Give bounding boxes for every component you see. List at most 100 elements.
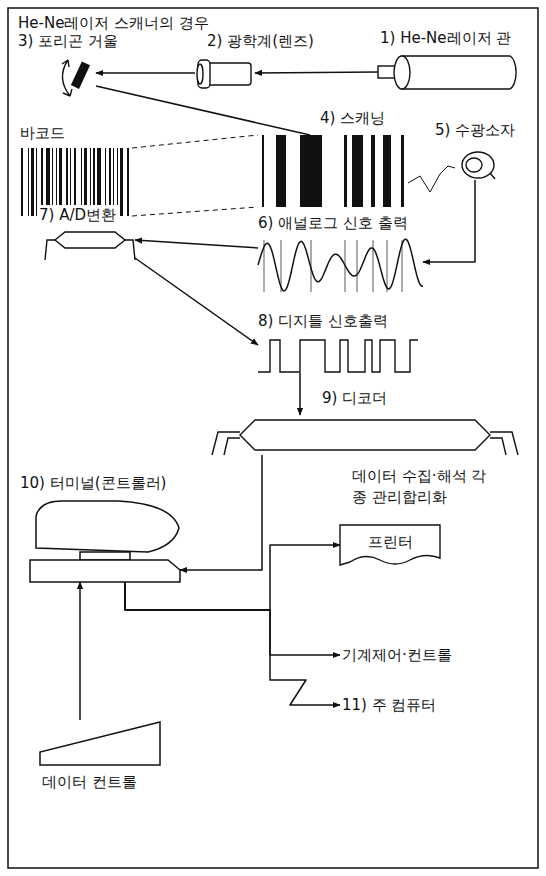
node-label: 데이터 컨트롤 bbox=[40, 772, 139, 792]
printer-node: 프린터 bbox=[340, 525, 440, 565]
node-label: 10) 터미널(콘트롤러) bbox=[18, 473, 168, 493]
connector bbox=[125, 545, 340, 610]
main-computer-node: 11) 주 컴퓨터 bbox=[340, 694, 445, 716]
node-label: 9) 디코더 bbox=[320, 388, 389, 408]
bar bbox=[276, 135, 286, 207]
edge-marker-line bbox=[373, 240, 374, 292]
keyboard-body bbox=[40, 722, 160, 765]
edge-marker-line bbox=[387, 240, 388, 292]
sensor-window bbox=[466, 158, 482, 172]
barcode-bar bbox=[28, 148, 29, 216]
bar bbox=[344, 135, 347, 207]
connector bbox=[125, 582, 340, 655]
digital-waveform bbox=[258, 340, 418, 372]
barcode-bar bbox=[21, 148, 23, 216]
ic-body bbox=[240, 420, 490, 450]
decoder-node: 9) 디코더 bbox=[210, 415, 520, 455]
monitor bbox=[36, 501, 179, 552]
connector bbox=[135, 240, 258, 248]
keyboard bbox=[40, 722, 160, 765]
barcode-bar bbox=[127, 148, 129, 216]
connector bbox=[96, 72, 195, 74]
bar bbox=[352, 135, 363, 207]
terminal bbox=[30, 501, 180, 582]
data-control-node: 데이터 컨트롤 bbox=[40, 720, 160, 765]
connector bbox=[125, 582, 340, 705]
node-label: 2) 광학계(렌즈) bbox=[205, 31, 316, 51]
connector bbox=[135, 258, 258, 345]
connector bbox=[408, 166, 455, 192]
decoder-ic bbox=[212, 420, 518, 455]
polygon-mirror bbox=[62, 60, 90, 96]
connector bbox=[132, 135, 258, 148]
node-label: 3) 포리곤 거울 bbox=[16, 31, 120, 51]
node-label: 5) 수광소자 bbox=[433, 120, 517, 140]
lens-glass bbox=[197, 64, 203, 84]
ad-converter-node: 7) A/D변환 bbox=[45, 232, 135, 262]
node-label: 1) He-Ne레이저 관 bbox=[378, 28, 513, 48]
edge-marker-line bbox=[264, 240, 265, 292]
machine-control-node: 기계제어·컨트롤 bbox=[340, 644, 460, 666]
photodetector bbox=[462, 152, 495, 179]
barcode-bar bbox=[31, 148, 34, 216]
laser-tube bbox=[378, 56, 516, 89]
sensor-body bbox=[462, 152, 494, 178]
rotation-arrowheads bbox=[62, 60, 72, 96]
connector bbox=[423, 180, 475, 262]
chip-body bbox=[55, 232, 125, 248]
ic-legs bbox=[212, 432, 518, 455]
scanning-node: 4) 스캐닝 bbox=[258, 135, 408, 207]
lens-node: 2) 광학계(렌즈) bbox=[195, 58, 255, 88]
node-label: 11) 주 컴퓨터 bbox=[340, 696, 438, 714]
lens-barrel bbox=[205, 63, 251, 85]
connector bbox=[255, 72, 378, 73]
edge-marker-line bbox=[311, 240, 312, 292]
barcode-bar bbox=[120, 148, 123, 216]
bar bbox=[300, 135, 322, 207]
node-label: 6) 애널로그 신호 출력 bbox=[256, 213, 410, 233]
printer-paper bbox=[340, 525, 440, 565]
edge-marker-line bbox=[281, 240, 282, 292]
connector bbox=[299, 373, 301, 415]
mirror bbox=[71, 62, 90, 89]
connector bbox=[79, 582, 81, 720]
node-label: 8) 디지틀 신호출력 bbox=[256, 311, 390, 331]
connector bbox=[180, 455, 262, 570]
connector bbox=[96, 86, 310, 135]
bar bbox=[371, 135, 375, 207]
sensor-lead bbox=[490, 173, 495, 179]
analog-wave bbox=[258, 239, 423, 291]
node-label: 바코드 bbox=[18, 123, 67, 143]
tube-body bbox=[396, 56, 516, 89]
node-label: 기계제어·컨트롤 bbox=[340, 646, 454, 664]
monitor-neck bbox=[80, 552, 130, 560]
chip-legs bbox=[45, 240, 135, 260]
scanning-bars bbox=[262, 135, 404, 207]
edge-marker-line bbox=[357, 240, 358, 292]
node-label: 프린터 bbox=[366, 531, 415, 553]
lens bbox=[197, 60, 251, 88]
ad-chip bbox=[45, 232, 135, 260]
edge-marker-line bbox=[345, 240, 346, 292]
laser-tube-node: 1) He-Ne레이저 관 bbox=[378, 55, 518, 90]
lens-rim bbox=[198, 60, 210, 88]
bar bbox=[401, 135, 404, 207]
terminal-node: 10) 터미널(콘트롤러) bbox=[30, 500, 180, 582]
edge-marker-line bbox=[402, 240, 403, 292]
terminal-base bbox=[30, 560, 180, 582]
polygon-mirror-node: 3) 포리곤 거울 bbox=[56, 58, 96, 98]
zoom-line bbox=[132, 207, 258, 216]
frame bbox=[8, 8, 538, 868]
note-label: 데이터 수집·해석 각종 관리합리화 bbox=[350, 466, 502, 508]
photodetector-node: 5) 수광소자 bbox=[455, 150, 495, 180]
bar bbox=[262, 135, 264, 207]
bar bbox=[383, 135, 391, 207]
analog-waveform bbox=[258, 239, 423, 292]
node-label: 4) 스캐닝 bbox=[318, 108, 387, 128]
node-label: 7) A/D변환 bbox=[37, 205, 118, 225]
diagram-title: He-Ne레이저 스캐너의 경우 bbox=[16, 13, 211, 33]
analog-signal-node: 6) 애널로그 신호 출력 bbox=[258, 238, 423, 294]
digital-signal-node: 8) 디지틀 신호출력 bbox=[258, 338, 418, 373]
tube-end bbox=[394, 56, 410, 89]
